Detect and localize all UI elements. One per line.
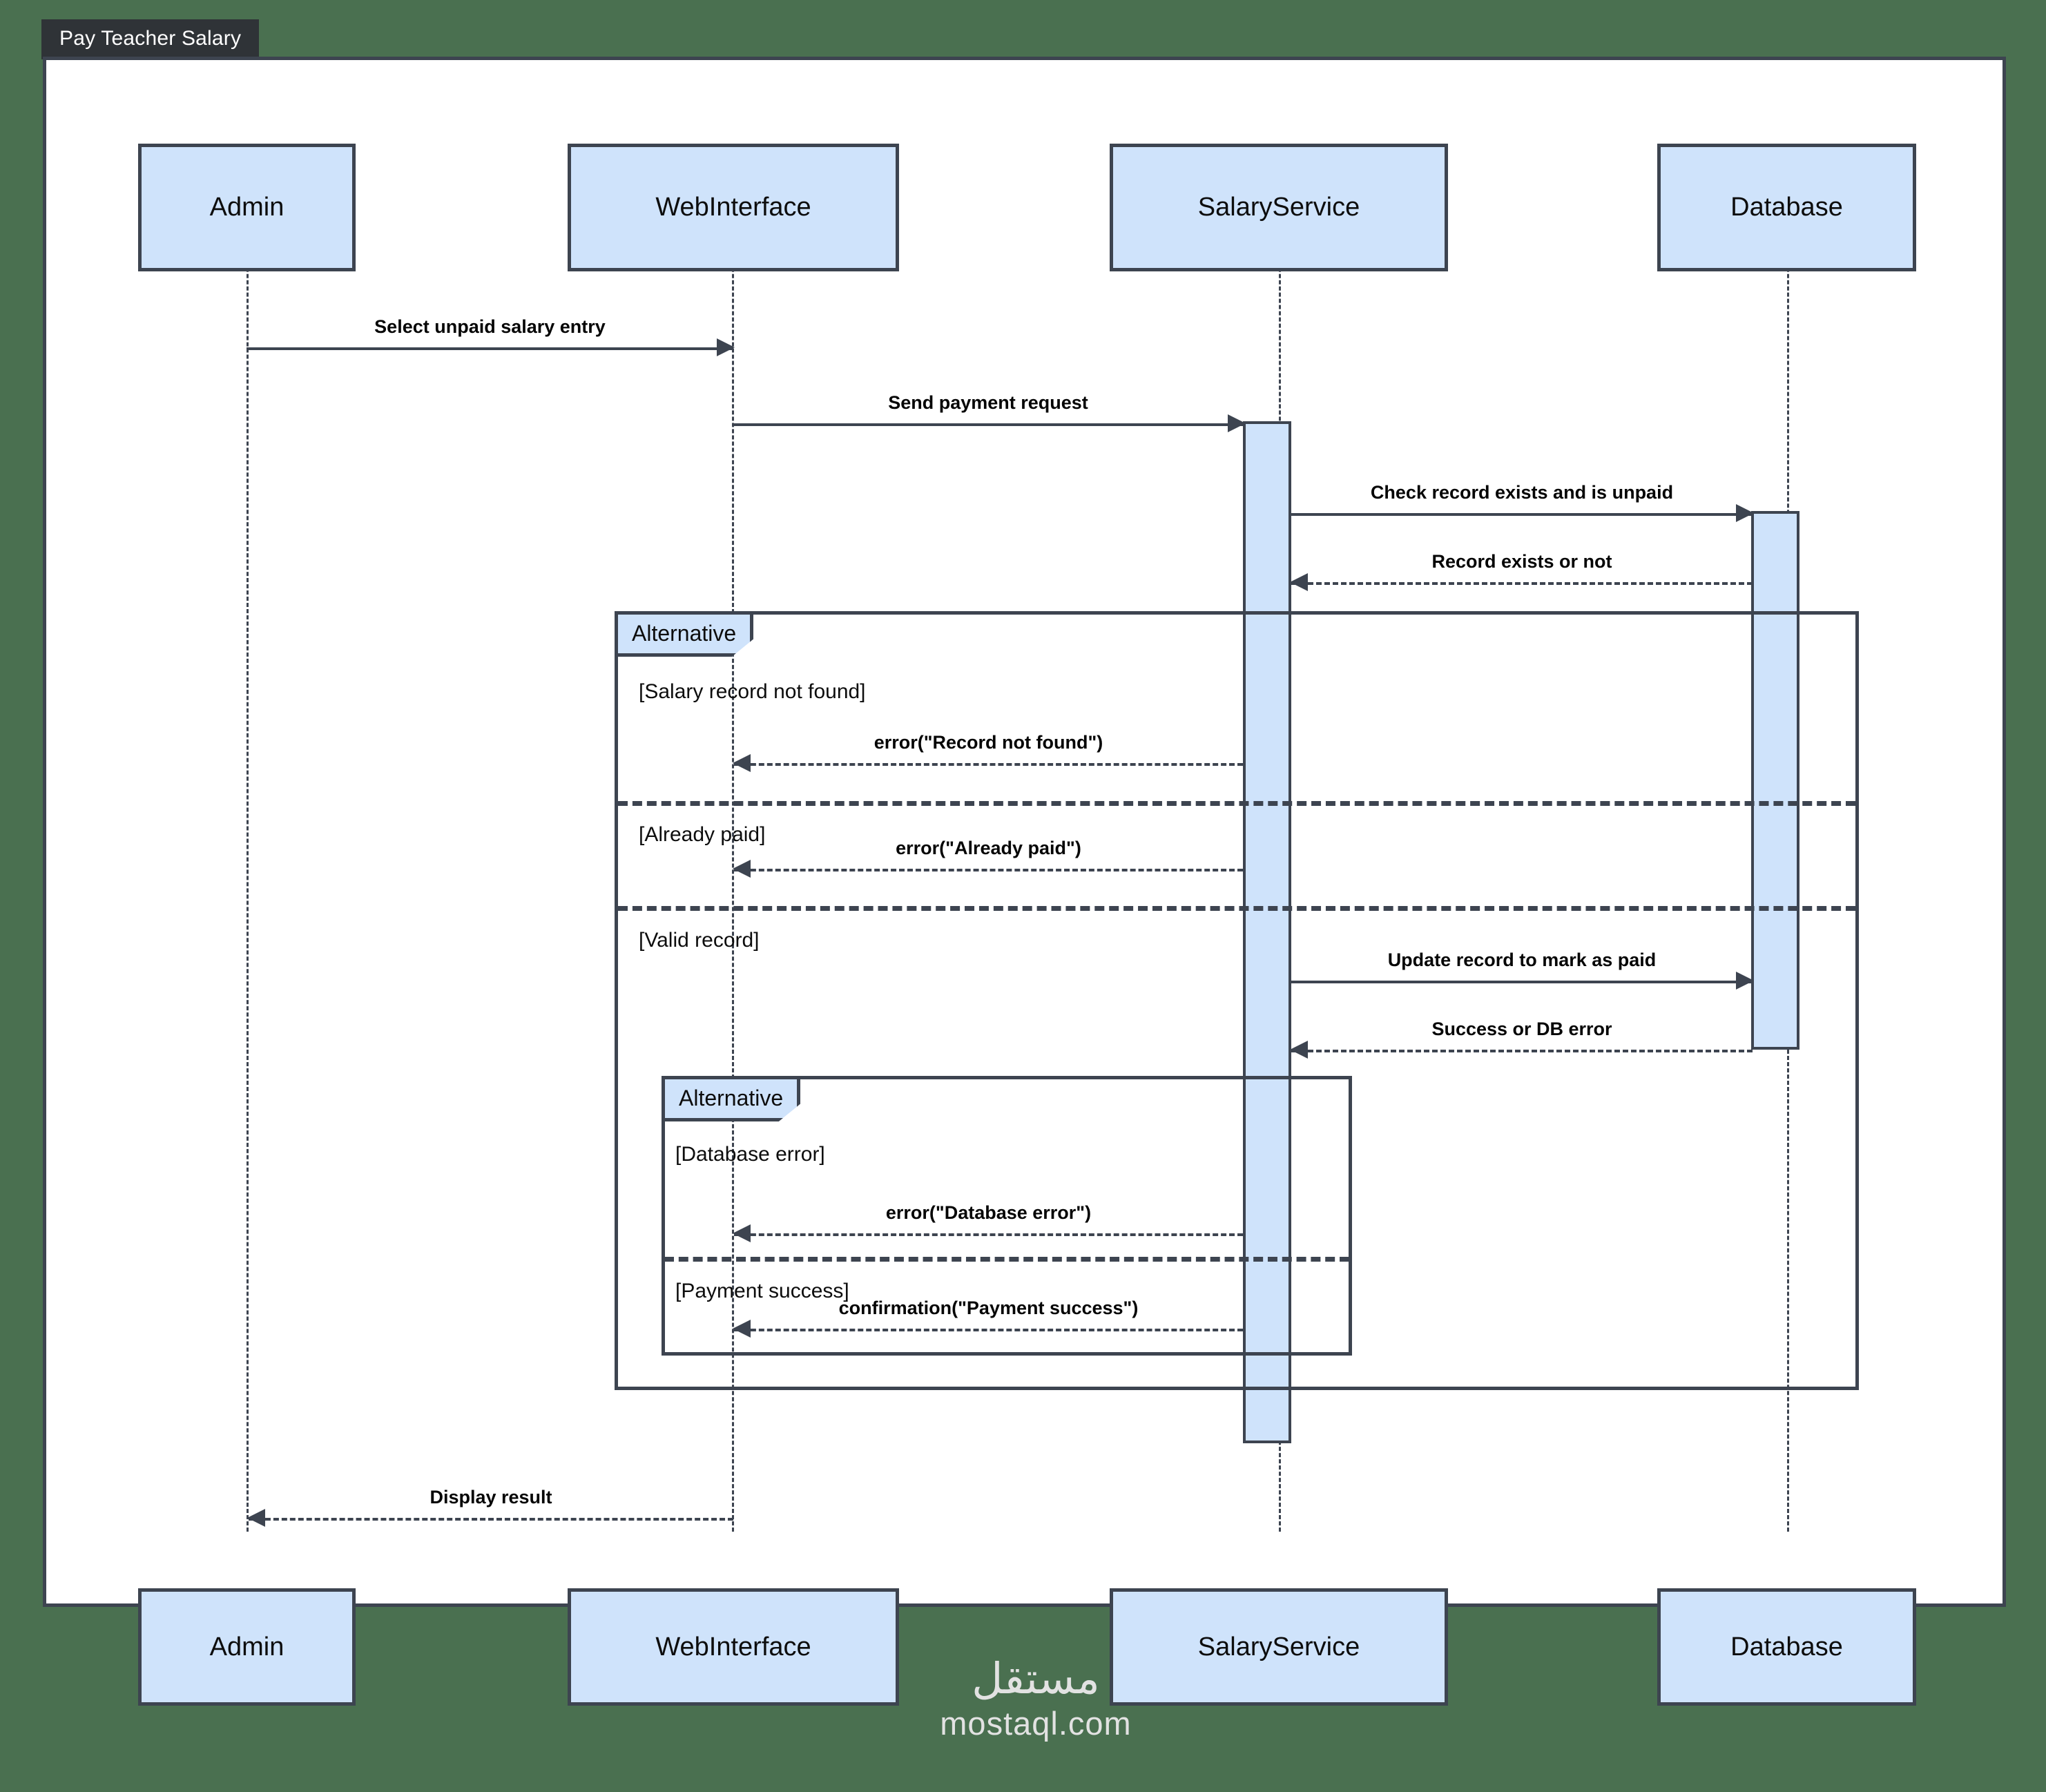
message-label: confirmation("Payment success"): [838, 1298, 1139, 1318]
message-label: error("Database error"): [885, 1202, 1092, 1223]
arrowhead-filled-icon: [1290, 573, 1308, 591]
participant-head-admin[interactable]: Admin: [138, 144, 356, 271]
arrowhead-filled-icon: [1736, 972, 1754, 990]
arrowhead-filled-icon: [1736, 504, 1754, 522]
fragment-outer-alternative: Alternative: [615, 611, 1859, 1390]
message-label: Send payment request: [888, 392, 1088, 413]
participant-label: SalaryService: [1197, 193, 1360, 222]
participant-label: Database: [1730, 193, 1843, 222]
message-label: error("Record not found"): [874, 732, 1103, 753]
participant-foot-webinterface[interactable]: WebInterface: [568, 1588, 899, 1706]
participant-label: Admin: [209, 1632, 284, 1661]
participant-label: WebInterface: [655, 193, 811, 222]
participant-head-database[interactable]: Database: [1657, 144, 1916, 271]
message-label: error("Already paid"): [896, 838, 1081, 858]
participant-foot-salaryservice[interactable]: SalaryService: [1110, 1588, 1448, 1706]
message-label: Update record to mark as paid: [1387, 950, 1657, 970]
message-line: [247, 347, 733, 350]
fragment-operator-tab: Alternative: [618, 615, 754, 657]
fragment-guard-valid-record: [Valid record]: [639, 929, 760, 952]
fragment-guard-already-paid: [Already paid]: [639, 823, 766, 846]
participant-label: Database: [1730, 1632, 1843, 1661]
message-label: Select unpaid salary entry: [374, 316, 606, 337]
message-line: [734, 1329, 1243, 1331]
message-line: [1291, 1050, 1753, 1052]
message-label: Display result: [430, 1487, 552, 1507]
participant-label: Admin: [209, 193, 284, 222]
arrowhead-filled-icon: [247, 1509, 265, 1527]
watermark-latin: mostaql.com: [940, 1705, 1132, 1742]
message-line: [1291, 513, 1753, 516]
fragment-guard-payment-success: [Payment success]: [675, 1280, 849, 1302]
participant-label: SalaryService: [1197, 1632, 1360, 1661]
participant-foot-database[interactable]: Database: [1657, 1588, 1916, 1706]
lifeline-admin: [247, 144, 249, 1532]
message-line: [734, 869, 1243, 871]
message-label: Record exists or not: [1431, 551, 1612, 572]
message-line: [732, 423, 1244, 426]
arrowhead-filled-icon: [733, 1224, 751, 1242]
activation-salaryservice: [1243, 421, 1291, 1443]
diagram-title-badge: Pay Teacher Salary: [41, 19, 260, 59]
arrowhead-filled-icon: [733, 860, 751, 878]
message-label: Check record exists and is unpaid: [1370, 482, 1674, 503]
fragment-inner-alternative: Alternative: [662, 1076, 1352, 1356]
diagram-panel: [43, 57, 2006, 1607]
message-line: [249, 1518, 733, 1521]
fragment-guard-database-error: [Database error]: [675, 1143, 825, 1166]
arrowhead-filled-icon: [1290, 1041, 1308, 1059]
fragment-guard-salary-record-not-found: [Salary record not found]: [639, 680, 866, 703]
message-label: Success or DB error: [1431, 1019, 1612, 1039]
message-line: [734, 1233, 1243, 1236]
activation-database: [1751, 511, 1799, 1050]
message-line: [1291, 582, 1753, 585]
fragment-divider: [618, 906, 1855, 911]
participant-label: WebInterface: [655, 1632, 811, 1661]
arrowhead-filled-icon: [733, 754, 751, 772]
fragment-divider: [618, 801, 1855, 806]
message-line: [734, 763, 1243, 766]
arrowhead-filled-icon: [733, 1320, 751, 1338]
arrowhead-filled-icon: [1228, 414, 1246, 432]
participant-head-salaryservice[interactable]: SalaryService: [1110, 144, 1448, 271]
participant-head-webinterface[interactable]: WebInterface: [568, 144, 899, 271]
message-line: [1291, 981, 1753, 983]
arrowhead-filled-icon: [717, 338, 735, 356]
fragment-divider: [664, 1257, 1349, 1262]
participant-foot-admin[interactable]: Admin: [138, 1588, 356, 1706]
lifeline-webinterface: [732, 144, 734, 1532]
fragment-operator-tab: Alternative: [665, 1079, 801, 1121]
